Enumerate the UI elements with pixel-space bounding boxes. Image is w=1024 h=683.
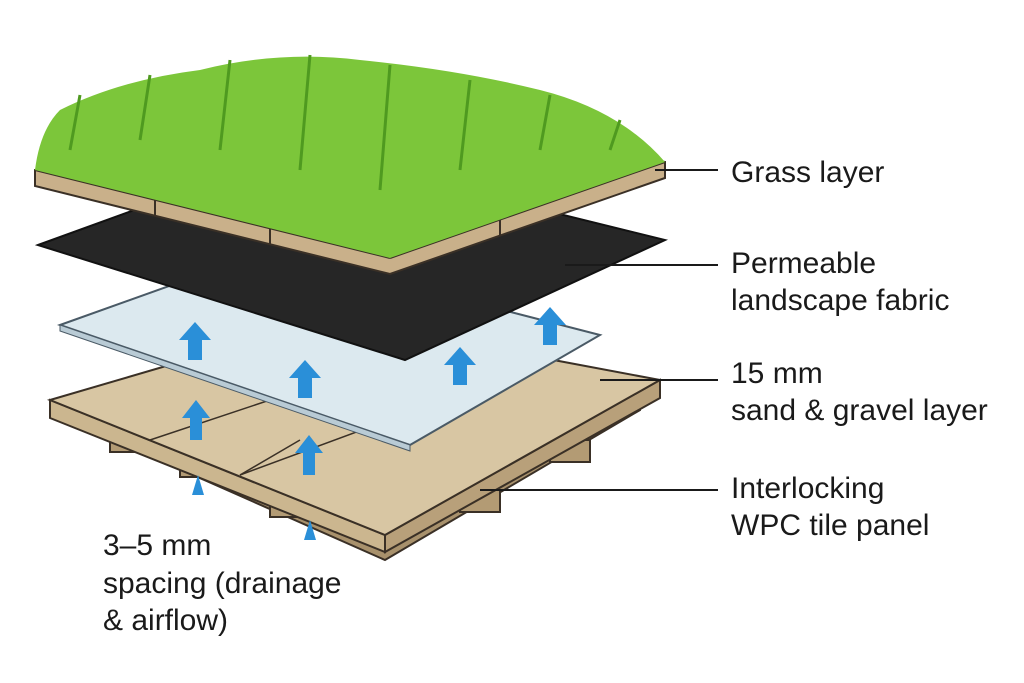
arrow-up-icon — [534, 307, 566, 345]
arrow-up-icon — [182, 400, 210, 440]
label-panel-line1: Interlocking — [731, 472, 885, 505]
label-sand-line2: sand & gravel layer — [731, 394, 988, 427]
label-spacing-line1: 3–5 mm — [103, 529, 212, 562]
label-panel-line2: WPC tile panel — [731, 509, 930, 542]
label-fabric-line2: landscape fabric — [731, 284, 950, 317]
drainage-arrows — [179, 307, 566, 540]
arrow-up-icon — [444, 347, 476, 385]
label-spacing-line2: spacing (drainage — [103, 567, 342, 600]
grass-layer — [34, 54, 666, 276]
label-fabric-line1: Permeable — [731, 247, 877, 280]
label-sand-line1: 15 mm — [731, 357, 823, 390]
label-spacing-line3: & airflow) — [103, 604, 229, 637]
arrow-up-icon — [289, 360, 321, 398]
label-grass-layer: Grass layer — [731, 156, 885, 189]
arrow-up-icon — [304, 520, 316, 540]
arrow-up-icon — [192, 475, 204, 495]
arrow-up-icon — [179, 322, 211, 360]
arrow-up-icon — [295, 435, 323, 475]
leader-lines — [480, 169, 718, 491]
